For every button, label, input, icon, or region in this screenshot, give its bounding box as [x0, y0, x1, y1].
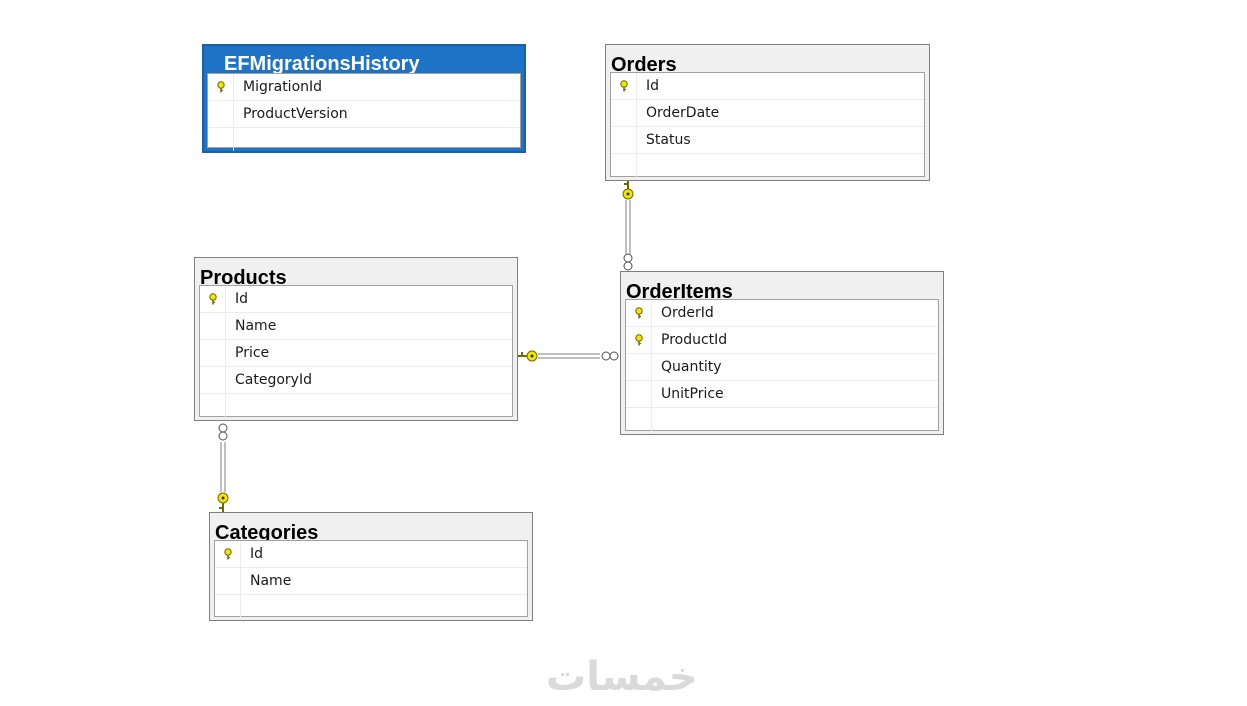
column-name: CategoryId [235, 372, 312, 388]
relationship-categories-products[interactable] [217, 423, 229, 512]
infinity-icon [623, 253, 633, 271]
key-icon [200, 286, 226, 312]
column-row[interactable]: Id [215, 541, 527, 568]
column-row[interactable]: ProductId [626, 327, 938, 354]
column-name: Quantity [661, 359, 722, 375]
column-name: Name [235, 318, 277, 334]
column-row[interactable]: ProductVersion [208, 101, 520, 128]
empty-row[interactable] [200, 394, 512, 420]
column-row[interactable]: OrderDate [611, 100, 924, 127]
key-icon [217, 492, 229, 512]
column-grid: OrderId ProductId Quantity UnitPrice [625, 299, 939, 434]
column-grid: Id Name [214, 540, 528, 620]
relationship-orders-orderitems[interactable] [622, 180, 634, 271]
column-row[interactable]: Id [611, 73, 924, 100]
table-categories[interactable]: Categories Id Name [209, 512, 533, 621]
table-orders[interactable]: Orders Id OrderDate Status [605, 44, 930, 181]
column-name: UnitPrice [661, 386, 724, 402]
empty-row[interactable] [208, 128, 520, 151]
table-title: Products [200, 267, 287, 285]
column-grid: MigrationId ProductVersion [207, 73, 521, 151]
column-row[interactable]: MigrationId [208, 74, 520, 101]
column-name: MigrationId [243, 79, 323, 95]
empty-row[interactable] [626, 408, 938, 434]
column-grid: Id Name Price CategoryId [199, 285, 513, 420]
table-title: OrderItems [626, 281, 733, 299]
key-icon [626, 300, 652, 326]
column-name: ProductId [661, 332, 728, 348]
infinity-icon [218, 423, 228, 441]
column-row[interactable]: CategoryId [200, 367, 512, 394]
column-name: Name [250, 573, 292, 589]
watermark-logo: خمسات [546, 654, 698, 700]
key-icon [611, 73, 637, 99]
table-title: EFMigrationsHistory [224, 53, 420, 73]
infinity-icon [601, 351, 619, 361]
table-efmigrationshistory[interactable]: EFMigrationsHistory MigrationId ProductV… [202, 44, 526, 153]
column-name: Id [646, 78, 660, 94]
empty-row[interactable] [215, 595, 527, 620]
column-row[interactable]: OrderId [626, 300, 938, 327]
table-title: Orders [611, 54, 677, 72]
column-row[interactable]: Name [200, 313, 512, 340]
column-name: OrderDate [646, 105, 720, 121]
key-icon [518, 350, 538, 362]
column-name: ProductVersion [243, 106, 348, 122]
column-row[interactable]: Id [200, 286, 512, 313]
column-row[interactable]: Quantity [626, 354, 938, 381]
key-icon [215, 541, 241, 567]
column-name: Id [235, 291, 249, 307]
table-products[interactable]: Products Id Name Price CategoryId [194, 257, 518, 421]
table-title: Categories [215, 522, 319, 540]
key-icon [208, 74, 234, 100]
key-icon [626, 327, 652, 353]
key-icon [622, 180, 634, 200]
column-row[interactable]: Status [611, 127, 924, 154]
relationship-products-orderitems[interactable] [518, 350, 619, 362]
table-orderitems[interactable]: OrderItems OrderId ProductId Quantity [620, 271, 944, 435]
column-name: Price [235, 345, 270, 361]
column-row[interactable]: UnitPrice [626, 381, 938, 408]
column-row[interactable]: Name [215, 568, 527, 595]
column-name: OrderId [661, 305, 714, 321]
column-row[interactable]: Price [200, 340, 512, 367]
column-name: Status [646, 132, 691, 148]
column-grid: Id OrderDate Status [610, 72, 925, 180]
column-name: Id [250, 546, 264, 562]
empty-row[interactable] [611, 154, 924, 180]
